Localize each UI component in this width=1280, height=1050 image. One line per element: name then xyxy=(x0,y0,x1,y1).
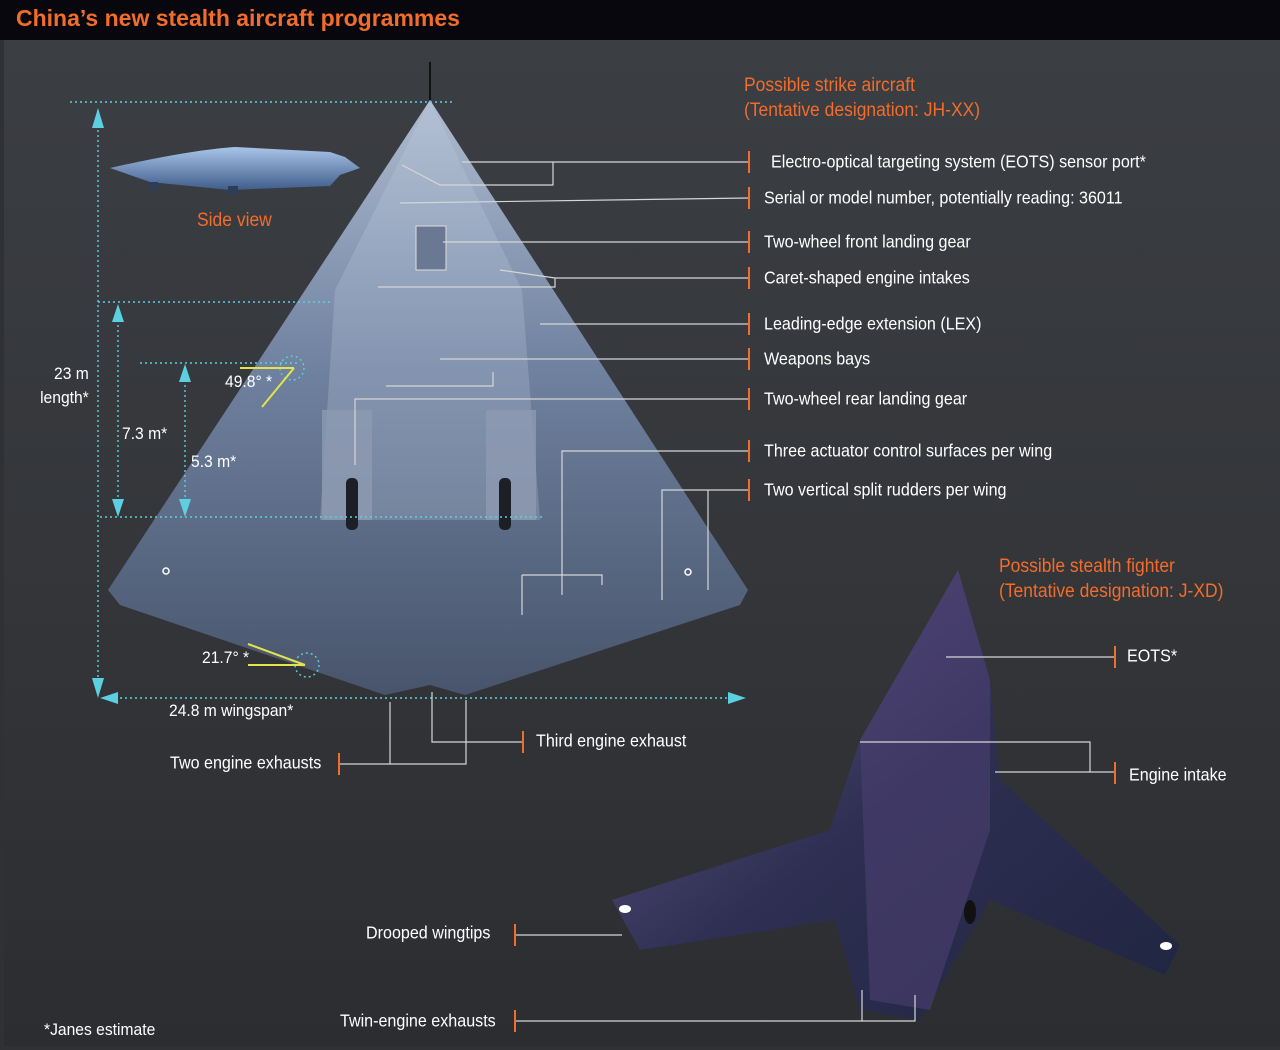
page-title: China’s new stealth aircraft programmes xyxy=(16,5,460,31)
callout-bar xyxy=(514,1010,516,1032)
callout-bar xyxy=(748,151,750,173)
fighter-heading: Possible stealth fighter (Tentative desi… xyxy=(999,554,1223,604)
callout-third-engine-exhaust: Third engine exhaust xyxy=(536,730,687,751)
callout-bar xyxy=(748,388,750,410)
length-dimension: 23 m length* xyxy=(40,362,89,410)
callout-eots: Electro-optical targeting system (EOTS) … xyxy=(771,151,1146,172)
callout-bar xyxy=(1114,762,1116,784)
callout-bar xyxy=(748,440,750,462)
callout-engine-intake: Engine intake xyxy=(1129,764,1227,785)
length-caption: length* xyxy=(40,388,89,407)
strike-aircraft-heading: Possible strike aircraft (Tentative desi… xyxy=(744,73,980,123)
side-view-aircraft xyxy=(110,147,360,194)
callout-rear-gear: Two-wheel rear landing gear xyxy=(764,388,968,409)
callout-control-surfaces: Three actuator control surfaces per wing xyxy=(764,440,1053,461)
dimension-lines xyxy=(70,101,735,699)
title-bar: China’s new stealth aircraft programmes xyxy=(0,0,1280,40)
callout-serial-number: Serial or model number, potentially read… xyxy=(764,187,1123,208)
callout-bar xyxy=(522,731,524,753)
callout-bar xyxy=(748,348,750,370)
strike-aircraft-top-view xyxy=(108,62,748,695)
callout-bar xyxy=(748,479,750,501)
dimension-arrows xyxy=(92,108,746,704)
callout-bar xyxy=(748,231,750,253)
callout-drooped-wingtips: Drooped wingtips xyxy=(366,922,491,943)
fighter-heading-line2: (Tentative designation: J-XD) xyxy=(999,581,1224,602)
callout-bar xyxy=(748,313,750,335)
callout-two-engine-exhausts: Two engine exhausts xyxy=(170,752,322,773)
side-view-label: Side view xyxy=(197,210,272,231)
callout-bar xyxy=(748,267,750,289)
angle-trailing-edge: 21.7° * xyxy=(202,648,250,667)
dimension-7-3: 7.3 m* xyxy=(122,424,168,443)
length-value: 23 m xyxy=(54,364,89,383)
footnote: *Janes estimate xyxy=(44,1020,156,1039)
dimension-5-3: 5.3 m* xyxy=(191,452,237,471)
fighter-heading-line1: Possible stealth fighter xyxy=(999,556,1175,577)
callout-bar xyxy=(514,924,516,946)
wingspan-dimension: 24.8 m wingspan* xyxy=(169,701,294,720)
callout-bar xyxy=(748,187,750,209)
callout-intakes: Caret-shaped engine intakes xyxy=(764,267,970,288)
callout-front-gear: Two-wheel front landing gear xyxy=(764,231,971,252)
callout-lex: Leading-edge extension (LEX) xyxy=(764,313,982,334)
callout-bar xyxy=(1114,646,1116,668)
strike-heading-line1: Possible strike aircraft xyxy=(744,75,915,96)
angle-markers xyxy=(240,367,306,666)
callout-twin-engine-exhausts: Twin-engine exhausts xyxy=(340,1010,496,1031)
callout-fighter-eots: EOTS* xyxy=(1127,645,1178,666)
strike-heading-line2: (Tentative designation: JH-XX) xyxy=(744,100,981,121)
callout-bar xyxy=(338,753,340,775)
callout-rudders: Two vertical split rudders per wing xyxy=(764,479,1007,500)
callout-weapons-bays: Weapons bays xyxy=(764,348,871,369)
leader-lines xyxy=(338,161,1114,1022)
stealth-fighter-view xyxy=(612,570,1180,1020)
angle-leading-edge: 49.8° * xyxy=(225,372,273,391)
